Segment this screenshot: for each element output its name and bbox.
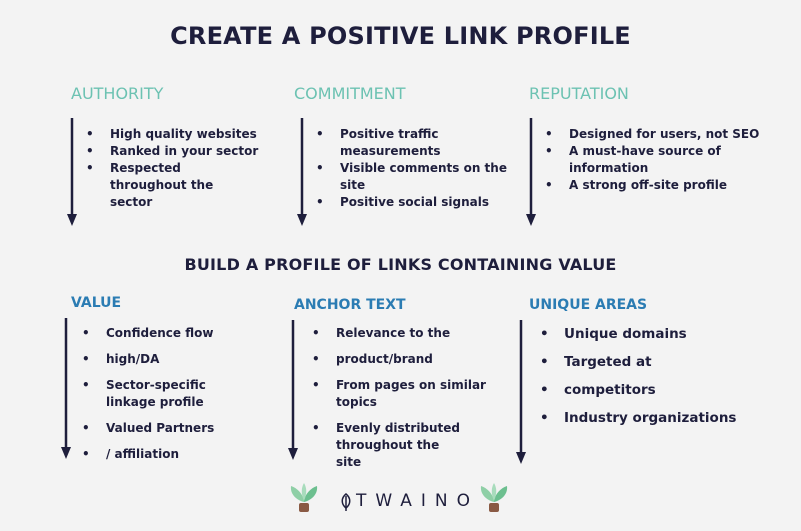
down-arrow-icon bbox=[61, 318, 71, 459]
value-list: Confidence flow high/DA Sector-specific … bbox=[80, 325, 280, 472]
reputation-heading: REPUTATION bbox=[529, 84, 629, 103]
list-item: Ranked in your sector bbox=[86, 143, 274, 160]
authority-list: High quality websites Ranked in your sec… bbox=[84, 126, 274, 211]
list-item: Valued Partners bbox=[82, 420, 280, 437]
list-item: Relevance to the bbox=[312, 325, 530, 342]
reputation-list: Designed for users, not SEO A must-have … bbox=[543, 126, 801, 194]
list-item: From pages on similar topics bbox=[312, 377, 530, 411]
down-arrow-icon bbox=[297, 118, 307, 226]
down-arrow-icon bbox=[516, 320, 526, 464]
footer: TWAINO bbox=[0, 482, 801, 518]
list-item: A strong off-site profile bbox=[545, 177, 801, 194]
brand-logo: TWAINO bbox=[356, 491, 480, 511]
list-item: Designed for users, not SEO bbox=[545, 126, 801, 143]
list-item: / affiliation bbox=[82, 446, 280, 463]
anchor-text-list: Relevance to the product/brand From page… bbox=[310, 325, 530, 480]
down-arrow-icon bbox=[288, 320, 298, 460]
unique-areas-heading: UNIQUE AREAS bbox=[529, 297, 648, 313]
list-item: Industry organizations bbox=[540, 409, 798, 427]
list-item: competitors bbox=[540, 381, 798, 399]
main-title: CREATE A POSITIVE LINK PROFILE bbox=[170, 22, 631, 50]
list-item: Confidence flow bbox=[82, 325, 280, 342]
leaf-icon bbox=[341, 493, 351, 511]
list-item: high/DA bbox=[82, 351, 280, 368]
commitment-list: Positive traffic measurements Visible co… bbox=[314, 126, 534, 211]
list-item: Visible comments on the site bbox=[316, 160, 534, 194]
list-item: Positive traffic measurements bbox=[316, 126, 450, 160]
list-item: Positive social signals bbox=[316, 194, 534, 211]
section-title: BUILD A PROFILE OF LINKS CONTAINING VALU… bbox=[184, 255, 617, 274]
list-item: High quality websites bbox=[86, 126, 274, 143]
list-item: Evenly distributed throughout the site bbox=[312, 420, 466, 471]
list-item: A must-have source of information bbox=[545, 143, 801, 177]
value-heading: VALUE bbox=[71, 295, 122, 311]
down-arrow-icon bbox=[526, 118, 536, 226]
down-arrow-icon bbox=[67, 118, 77, 226]
list-item: Sector-specific linkage profile bbox=[82, 377, 256, 411]
commitment-heading: COMMITMENT bbox=[294, 84, 406, 103]
unique-areas-list: Unique domains Targeted at competitors I… bbox=[538, 325, 798, 437]
plant-icon bbox=[480, 483, 508, 512]
list-item: Unique domains bbox=[540, 325, 798, 343]
authority-heading: AUTHORITY bbox=[71, 84, 164, 103]
list-item: Respected throughout the sector bbox=[86, 160, 250, 211]
list-item: Targeted at bbox=[540, 353, 798, 371]
list-item: product/brand bbox=[312, 351, 530, 368]
plant-icon bbox=[290, 483, 318, 512]
anchor-text-heading: ANCHOR TEXT bbox=[294, 297, 406, 313]
